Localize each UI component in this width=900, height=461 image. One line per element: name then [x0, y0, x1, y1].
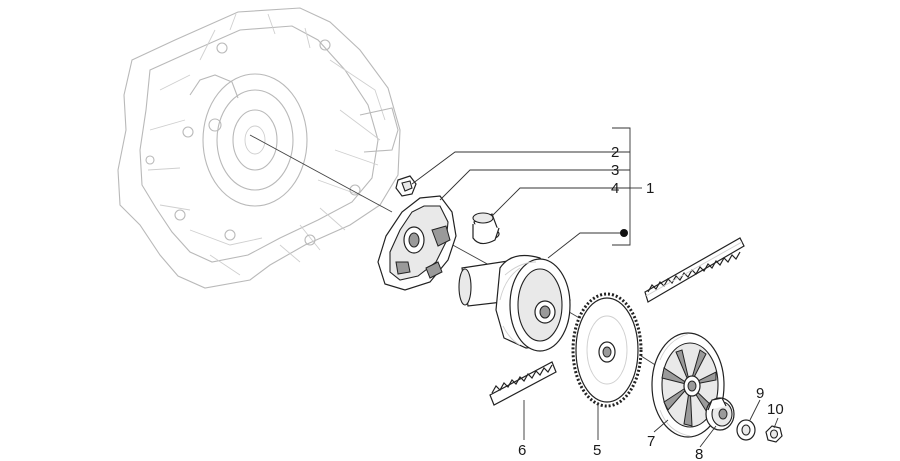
part-9-washer: [736, 419, 756, 441]
part-3-ramp-plate: [377, 195, 457, 291]
callout-5: 5: [593, 442, 601, 459]
callout-1: 1: [646, 180, 654, 197]
callout-10: 10: [767, 401, 784, 418]
callout-4: 4: [611, 180, 619, 197]
callout-9: 9: [756, 385, 764, 402]
callout-3: 3: [611, 162, 619, 179]
callout-7: 7: [647, 433, 655, 450]
part-8-hub: [705, 397, 735, 431]
callout-2: 2: [611, 144, 619, 161]
part-2-clip: [395, 175, 417, 197]
assembly-axis-line: [249, 134, 661, 369]
part-6-belt-lower: [489, 361, 557, 406]
callout-6: 6: [518, 442, 526, 459]
part-5-ring-gear: [571, 292, 643, 408]
part-movable-pulley: [458, 255, 571, 352]
part-4-bushing: [472, 212, 500, 245]
leader-lines: [411, 127, 779, 448]
crankcase-housing: [117, 7, 401, 289]
part-6-belt-upper: [644, 237, 745, 303]
callout-8: 8: [695, 446, 703, 461]
assembly-bullet-marker: [620, 229, 628, 237]
part-10-nut: [765, 425, 783, 443]
